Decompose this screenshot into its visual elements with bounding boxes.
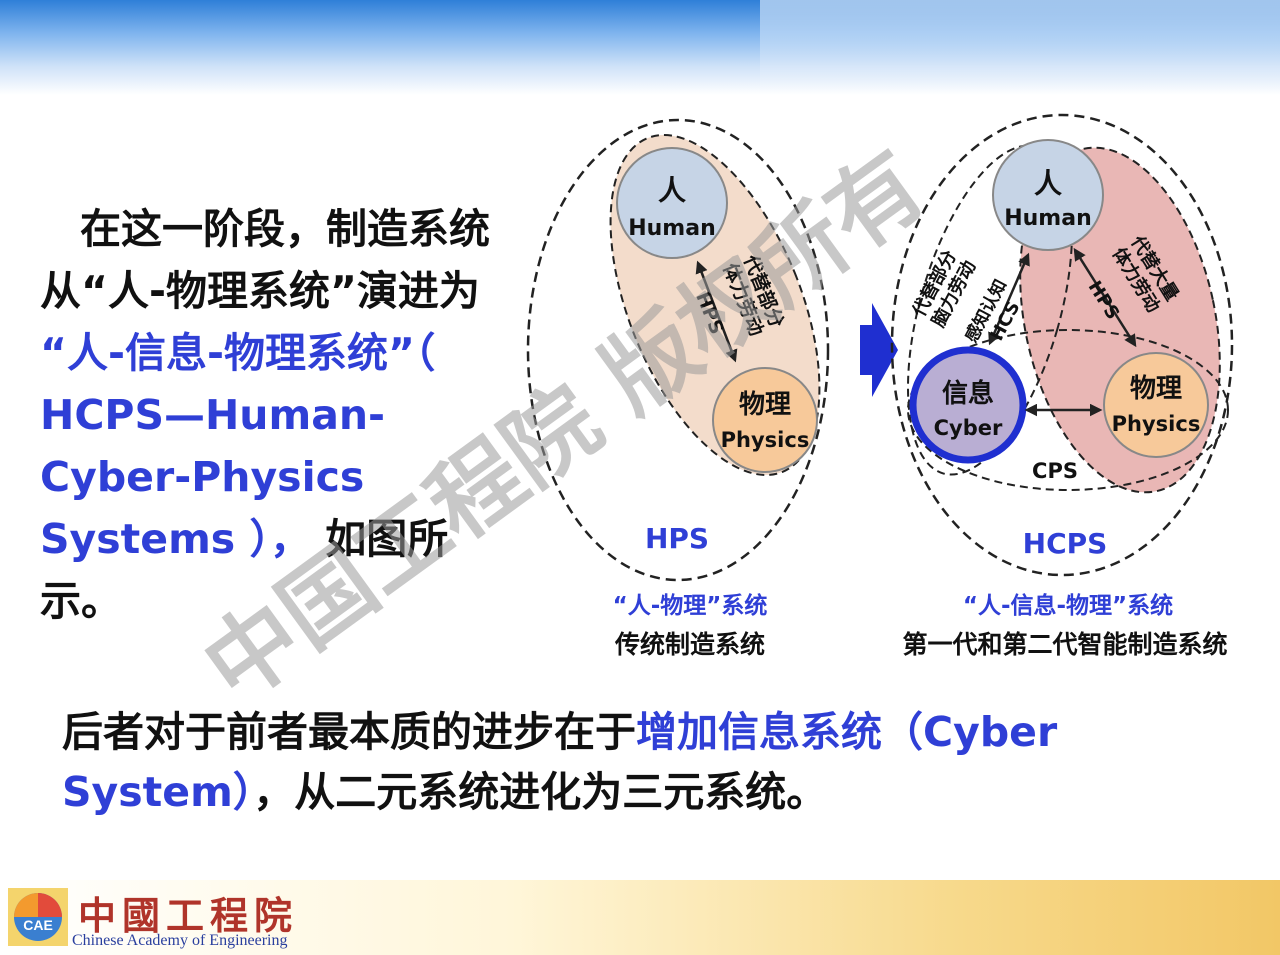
hcps-human-physics-arrow (1073, 247, 1137, 348)
cae-logo-icon: CAE (8, 888, 68, 946)
hcps-physics-en: Physics (1112, 412, 1201, 436)
hps-human-en: Human (628, 216, 716, 241)
intro-paragraph: 在这一阶段，制造系统 从“人-物理系统”演进为 “人-信息-物理系统”（ HCP… (40, 198, 510, 632)
intro-line-2: 从“人-物理系统”演进为 (40, 267, 480, 315)
header-gradient-band (0, 0, 1280, 95)
hcps-left-labels: 代替部分 脑力劳动 感知认知 HCS (907, 246, 1024, 345)
hps-link-arrow (695, 260, 738, 363)
transition-arrow (860, 303, 898, 397)
hcps-cyber-en: Cyber (934, 416, 1003, 440)
intro-tail: 如图所示。 (40, 515, 449, 625)
hps-human-node (616, 147, 728, 259)
hcps-caption-black: 第一代和第二代智能制造系统 (902, 630, 1227, 659)
hps-caption-blue: “人-物理”系统 (613, 592, 768, 619)
hps-physics-node (712, 367, 818, 473)
hcps-human-en: Human (1004, 206, 1092, 231)
hcps-outer-boundary (890, 113, 1234, 577)
hps-physics-cn: 物理 (739, 390, 791, 420)
hcps-cyber-cn: 信息 (942, 378, 994, 409)
logo-chinese-name: 中國工程院 (78, 893, 299, 938)
intro-highlight: “人-信息-物理系统”（ HCPS—Human-Cyber-Physics Sy… (40, 329, 436, 563)
hcps-human-cyber-arrow (988, 252, 1030, 346)
logo-english-name: Chinese Academy of Engineering (72, 932, 288, 949)
hcps-caption-blue: “人-信息-物理”系统 (963, 592, 1173, 619)
hcps-human-node (992, 139, 1104, 251)
hps-caption-black: 传统制造系统 (614, 630, 765, 659)
conclusion-suffix: ，从二元系统进化为三元系统。 (253, 768, 828, 816)
hps-physics-en: Physics (721, 428, 810, 452)
conclusion-paragraph: 后者对于前者最本质的进步在于增加信息系统（Cyber System），从二元系统… (62, 702, 1272, 822)
hps-outer-boundary (526, 118, 830, 582)
hcps-human-cn: 人 (1034, 167, 1062, 200)
footer-gradient-band (0, 880, 1280, 955)
logo-abbr: CAE (23, 917, 53, 933)
intro-line-1: 在这一阶段，制造系统 (80, 205, 490, 253)
conclusion-prefix: 后者对于前者最本质的进步在于 (62, 708, 636, 756)
hps-human-cn: 人 (658, 174, 686, 207)
hps-hcps-diagram: 人 Human 物理 Physics 代替部分 体力劳动 HPS HPS “人-… (526, 113, 1234, 659)
hcps-physics-node (1103, 352, 1209, 458)
hcps-cyber-node (909, 346, 1027, 464)
hps-system-label: HPS (645, 522, 709, 555)
hcps-system-label: HCPS (1023, 527, 1108, 560)
hcps-cps-region (907, 329, 1229, 491)
hcps-physics-cn: 物理 (1130, 374, 1182, 404)
conclusion-highlight: 增加信息系统（Cyber System） (62, 708, 1058, 816)
hcps-cps-label: CPS (1032, 459, 1078, 483)
